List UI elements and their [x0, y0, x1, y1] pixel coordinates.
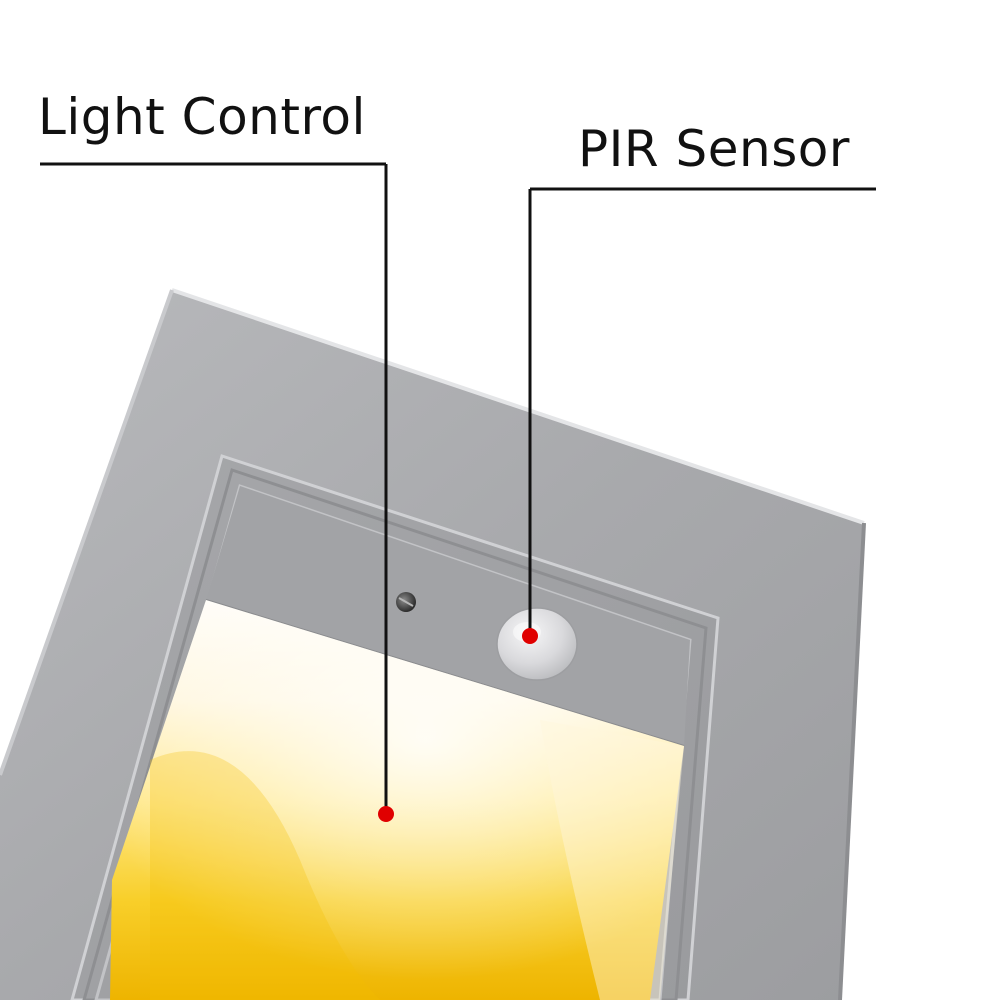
light-control-label: Light Control: [38, 88, 366, 146]
screw-icon: [396, 592, 416, 612]
pir-sensor-leader: [528, 187, 876, 636]
light-control-leader: [40, 162, 388, 814]
light-control-marker: [378, 806, 394, 822]
pir-lens-icon: [496, 607, 578, 681]
pir-sensor-marker: [522, 628, 538, 644]
light-window: [110, 600, 684, 1000]
pir-sensor-label: PIR Sensor: [578, 120, 850, 178]
